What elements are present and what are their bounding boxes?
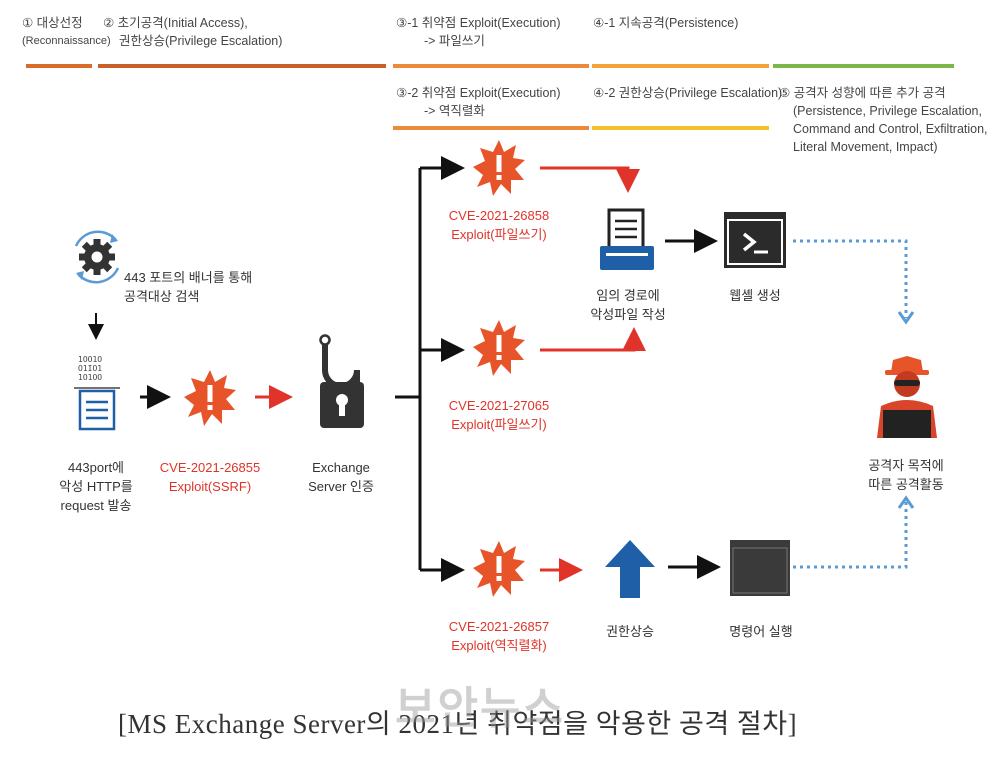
cve-26857-type: Exploit(역직렬화) — [451, 638, 547, 653]
burst-alert-icon — [473, 541, 525, 597]
command-label-line1: 명령어 실행 — [729, 624, 793, 639]
webshell-label-line1: 웹셸 생성 — [729, 288, 781, 303]
unlocked-padlock-icon — [319, 334, 364, 428]
console-window-icon — [730, 540, 790, 596]
phase-post-exploit-line2: (Persistence, Privilege Escalation, — [793, 104, 982, 118]
phase-post-exploit-line4: Literal Movement, Impact) — [793, 140, 938, 154]
cve-26858-type: Exploit(파일쓰기) — [451, 227, 547, 242]
phase-recon: ① 대상선정 (Reconnaissance) — [22, 14, 111, 50]
figure-caption: [MS Exchange Server의 2021년 취약점을 악용한 공격 절… — [118, 709, 798, 739]
phase-post-exploit-line3: Command and Control, Exfiltration, — [793, 122, 988, 136]
phase-persistence: ④-1 지속공격(Persistence) — [593, 14, 738, 32]
phase-privesc-title: ④-2 권한상승(Privilege Escalation) — [593, 86, 783, 100]
printer-document-icon — [600, 208, 654, 270]
cve-26855-label: CVE-2021-26855 Exploit(SSRF) — [155, 458, 265, 496]
phase-initial-access-title: ② 초기공격(Initial Access), — [103, 16, 248, 30]
phase-exec-file-write: ③-1 취약점 Exploit(Execution) -> 파일쓰기 — [396, 14, 561, 50]
cve-27065-id: CVE-2021-27065 — [448, 398, 550, 413]
phase-recon-title: ① 대상선정 — [22, 16, 83, 30]
command-label: 명령어 실행 — [716, 622, 806, 641]
cve-26857-label: CVE-2021-26857 Exploit(역직렬화) — [444, 617, 554, 655]
request-label: 443port에 악성 HTTP를 request 발송 — [48, 458, 144, 515]
cve-26855-id: CVE-2021-26855 — [159, 460, 261, 475]
phase-bar-initial-access — [98, 64, 386, 68]
auth-label: Exchange Server 인증 — [296, 458, 386, 496]
phase-bar-recon — [26, 64, 92, 68]
cve-27065-label: CVE-2021-27065 Exploit(파일쓰기) — [444, 396, 554, 434]
phase-initial-access-subtitle: 권한상승(Privilege Escalation) — [119, 34, 283, 48]
cve-27065-type: Exploit(파일쓰기) — [451, 417, 547, 432]
attacker-label-line1: 공격자 목적에 — [868, 458, 944, 473]
phase-bar-exec-2 — [393, 126, 589, 130]
svg-text:O1IO1: O1IO1 — [78, 364, 102, 373]
gear-cycle-icon — [74, 230, 120, 284]
phase-post-exploit: ⑤ 공격자 성향에 따른 추가 공격 (Persistence, Privile… — [779, 84, 988, 156]
phase-recon-subtitle: (Reconnaissance) — [22, 35, 111, 47]
phase-bar-post-1 — [773, 64, 954, 68]
phase-post-exploit-title: ⑤ 공격자 성향에 따른 추가 공격 — [779, 86, 946, 100]
barcode-document-icon: 1OO1O O1IO1 1O1OO — [74, 355, 120, 431]
phase-exec-deserialize: ③-2 취약점 Exploit(Execution) -> 역직렬화 — [396, 84, 561, 120]
burst-alert-icon — [184, 370, 236, 426]
arrow-27065-to-file — [540, 327, 646, 352]
cve-26858-label: CVE-2021-26858 Exploit(파일쓰기) — [444, 206, 554, 244]
dotted-arrowhead-bottom — [897, 495, 915, 509]
phase-exec-file-write-subtitle: -> 파일쓰기 — [424, 34, 485, 48]
auth-label-line2: Server 인증 — [308, 479, 374, 494]
cve-26857-id: CVE-2021-26857 — [448, 619, 550, 634]
phase-persistence-title: ④-1 지속공격(Persistence) — [593, 16, 739, 30]
burst-alert-icon — [473, 140, 525, 196]
cve-26858-id: CVE-2021-26858 — [448, 208, 550, 223]
phase-exec-deserialize-title: ③-2 취약점 Exploit(Execution) — [396, 86, 561, 100]
privesc-label: 권한상승 — [590, 622, 670, 641]
request-label-line1: 443port에 — [67, 460, 125, 475]
file-write-label-line2: 악성파일 작성 — [590, 307, 666, 322]
file-write-label: 임의 경로에 악성파일 작성 — [580, 286, 676, 324]
arrow-26858-to-file — [540, 166, 640, 193]
scan-label: 443 포트의 배너를 통해 공격대상 검색 — [124, 268, 252, 306]
phase-exec-deserialize-subtitle: -> 역직렬화 — [424, 104, 485, 118]
cve-26855-type: Exploit(SSRF) — [168, 479, 252, 494]
attacker-label-line2: 따른 공격활동 — [868, 477, 944, 492]
svg-text:1O1OO: 1O1OO — [78, 373, 102, 382]
dotted-command-to-attacker — [793, 502, 908, 569]
file-write-label-line1: 임의 경로에 — [596, 288, 660, 303]
phase-initial-access: ② 초기공격(Initial Access), 권한상승(Privilege E… — [103, 14, 282, 50]
phase-privesc: ④-2 권한상승(Privilege Escalation) — [593, 84, 782, 102]
request-label-line3: request 발송 — [60, 498, 132, 513]
dotted-arrowhead-top — [897, 311, 915, 325]
watermark-logo: 보안뉴스 — [395, 683, 565, 734]
svg-text:1OO1O: 1OO1O — [78, 355, 102, 364]
phase-bar-privesc — [592, 126, 769, 130]
auth-label-line1: Exchange — [312, 460, 370, 475]
scan-label-line2: 공격대상 검색 — [124, 289, 200, 304]
phase-bar-exec-1 — [393, 64, 589, 68]
request-label-line2: 악성 HTTP를 — [59, 479, 133, 494]
scan-label-line1: 443 포트의 배너를 통해 — [124, 270, 253, 285]
burst-alert-icon — [473, 320, 525, 376]
phase-bar-persistence — [592, 64, 769, 68]
hacker-icon — [877, 356, 937, 438]
attacker-label: 공격자 목적에 따른 공격활동 — [853, 456, 959, 494]
up-arrow-icon — [605, 540, 655, 598]
privesc-label-line1: 권한상승 — [606, 624, 654, 639]
webshell-label: 웹셸 생성 — [712, 286, 798, 305]
terminal-window-icon — [724, 212, 786, 268]
dotted-webshell-to-attacker — [793, 239, 908, 318]
phase-exec-file-write-title: ③-1 취약점 Exploit(Execution) — [396, 16, 561, 30]
